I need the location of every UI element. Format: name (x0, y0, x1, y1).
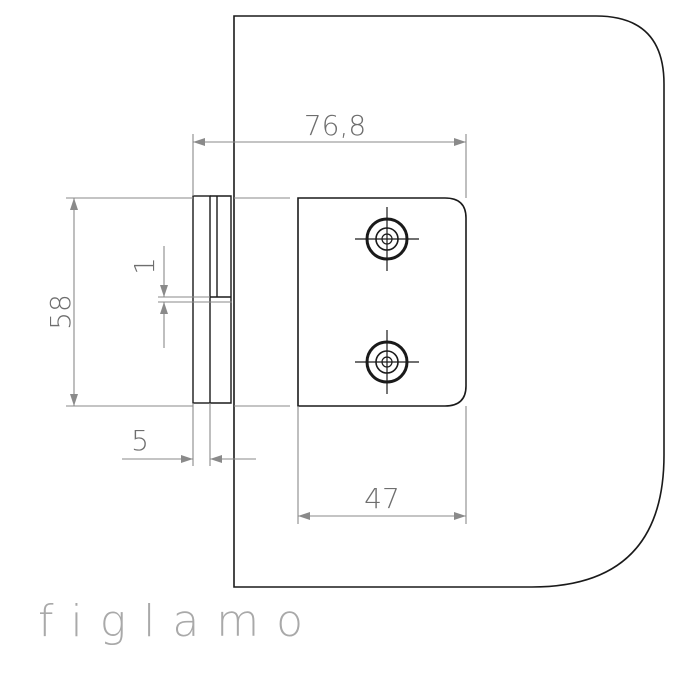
dimension-label-thickness: 5 (131, 424, 149, 457)
dimension-label-plate-width: 47 (364, 482, 400, 515)
dimension-gap (158, 246, 232, 348)
screw-hole-bottom (355, 330, 419, 394)
dimension-plate-width (297, 406, 467, 524)
dimension-label-height: 58 (44, 294, 77, 330)
dimension-label-overall-width: 76,8 (304, 109, 366, 142)
dimension-label-gap: 1 (128, 257, 161, 275)
dimension-height (66, 197, 290, 407)
dimension-thickness (122, 403, 256, 466)
screw-hole-top (355, 207, 419, 271)
dimension-overall-width (192, 134, 467, 198)
brand-logo: figlamo (38, 596, 321, 647)
glass-panel-outline (233, 15, 665, 588)
hinge-side-profile (192, 195, 232, 404)
hinge-plate (297, 197, 467, 407)
